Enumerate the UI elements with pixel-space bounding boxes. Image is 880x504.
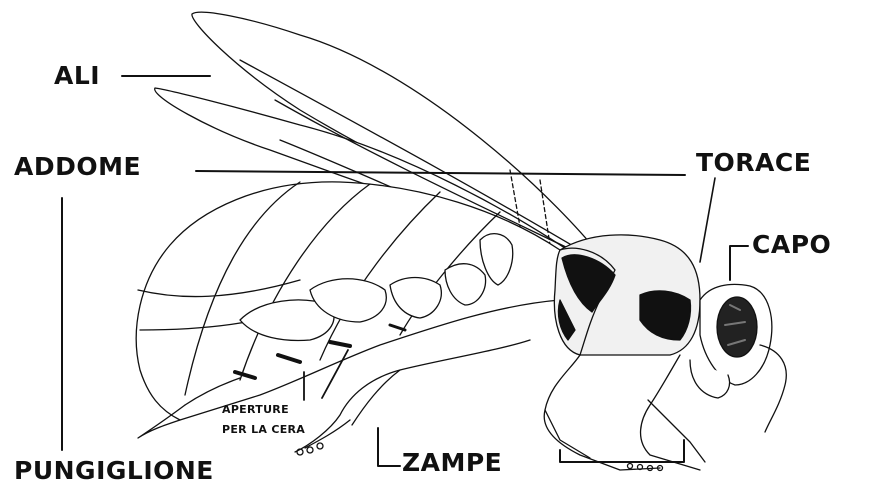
label-addome: ADDOME [14, 154, 141, 179]
label-aperture-line2: PER LA CERA [222, 424, 305, 435]
label-ali: ALI [54, 63, 100, 88]
middle-leg [544, 355, 660, 470]
leader-capo [730, 246, 748, 280]
compound-eye [717, 297, 757, 357]
label-zampe: ZAMPE [402, 450, 502, 475]
label-capo: CAPO [752, 232, 831, 257]
label-torace: TORACE [696, 150, 811, 175]
leader-zampe-left [378, 428, 400, 466]
label-pungiglione: PUNGIGLIONE [14, 458, 214, 483]
stinger [138, 405, 185, 438]
label-aperture-line1: APERTURE [222, 404, 289, 415]
leader-torace [700, 178, 715, 262]
